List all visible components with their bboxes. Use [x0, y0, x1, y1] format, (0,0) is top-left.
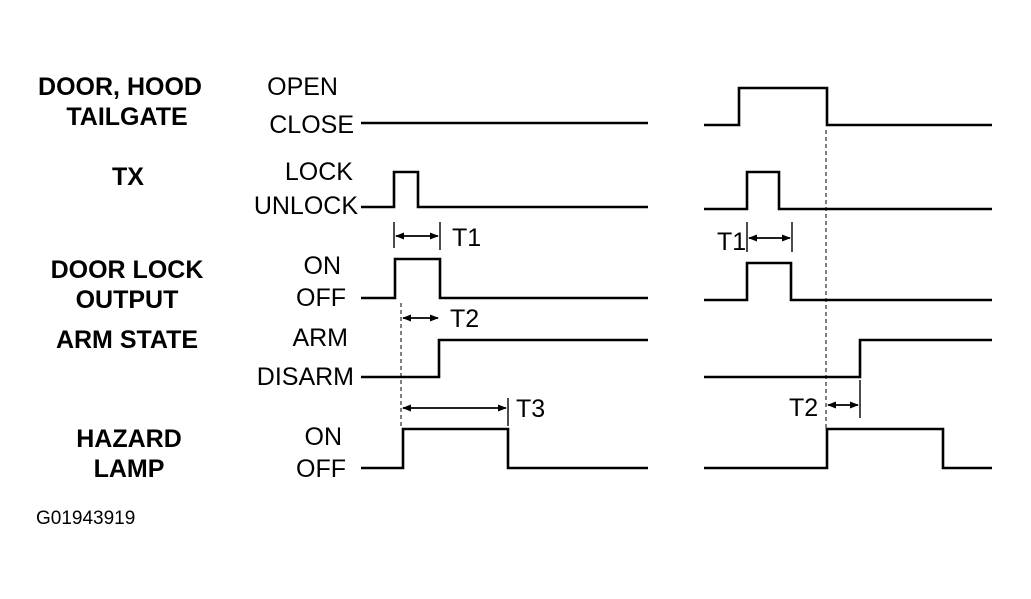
- time-label-t1-left: T1: [452, 224, 481, 252]
- time-label-t2-right: T2: [789, 394, 818, 422]
- state-label-lock: LOCK: [285, 158, 353, 186]
- state-label-door-lock-on: ON: [304, 252, 342, 280]
- waveform-tx-left: [361, 170, 648, 209]
- state-label-disarm: DISARM: [257, 363, 354, 391]
- state-label-hazard-off: OFF: [296, 455, 346, 483]
- signal-name-door-lock-line2: OUTPUT: [76, 286, 179, 314]
- waveform-arm-state-left: [361, 338, 648, 379]
- figure-code: G01943919: [36, 508, 135, 529]
- time-label-t3-left: T3: [516, 395, 545, 423]
- state-label-close: CLOSE: [269, 111, 354, 139]
- state-label-open: OPEN: [267, 73, 338, 101]
- waveform-hazard-left: [361, 427, 648, 470]
- state-label-arm: ARM: [292, 324, 348, 352]
- state-label-hazard-on: ON: [305, 423, 343, 451]
- signal-name-tx: TX: [112, 163, 144, 191]
- signal-name-door-hood-line1: DOOR, HOOD: [38, 73, 202, 101]
- waveform-door-lock-right: [704, 261, 992, 302]
- signal-name-door-lock-line1: DOOR LOCK: [51, 256, 204, 284]
- state-label-door-lock-off: OFF: [296, 284, 346, 312]
- signal-name-hazard-line1: HAZARD: [76, 425, 182, 453]
- state-label-unlock: UNLOCK: [254, 192, 359, 220]
- waveform-hazard-right: [704, 427, 992, 470]
- waveform-tx-right: [704, 170, 992, 211]
- waveform-door-hood-right: [704, 86, 992, 127]
- signal-name-arm-state: ARM STATE: [56, 326, 198, 354]
- time-label-t1-right: T1: [717, 228, 746, 256]
- time-label-t2-left: T2: [450, 305, 479, 333]
- waveform-arm-state-right: [704, 338, 992, 379]
- waveform-door-lock-left: [361, 257, 648, 300]
- signal-name-door-hood-line2: TAILGATE: [66, 103, 187, 131]
- signal-name-hazard-line2: LAMP: [94, 455, 165, 483]
